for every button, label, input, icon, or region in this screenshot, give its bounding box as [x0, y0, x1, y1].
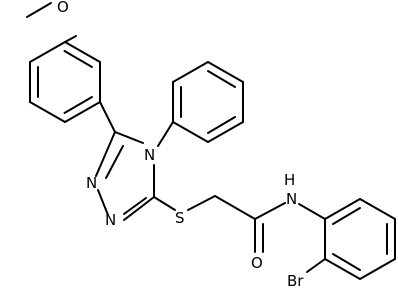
ring-inner-bond	[207, 70, 236, 88]
ring-inner-bond	[332, 207, 361, 225]
atom-label-methoxy-oxygen: O	[57, 0, 69, 16]
bond-carbonyl-nitrogen	[254, 202, 286, 220]
bond-oxygen-ring	[64, 35, 77, 43]
ring-bond	[172, 121, 209, 143]
ring-bond	[324, 198, 361, 220]
ring-bond	[64, 101, 101, 123]
bond-ring-bromine	[306, 258, 326, 273]
ring-inner-bond	[207, 116, 236, 134]
atom-label-amide-nitrogen: N	[286, 190, 297, 208]
ring-bond	[172, 61, 209, 83]
ring-bond	[29, 41, 66, 63]
phenyl-ring	[172, 61, 244, 143]
ring-bond	[359, 198, 396, 220]
ring-bond	[95, 131, 116, 177]
bond-n-phenyl	[157, 121, 174, 147]
bond-methyl-oxygen	[26, 2, 52, 18]
bond-methylene-carbonyl	[214, 195, 256, 220]
ring-inner-bond	[63, 96, 93, 114]
ring-bond	[207, 61, 244, 83]
ring-double-bond	[123, 197, 147, 215]
ring-bond	[97, 189, 109, 216]
ring-bond	[123, 196, 155, 221]
ring-double-bond	[105, 145, 124, 179]
ring-bond	[29, 101, 66, 123]
atom-label-triazole-n2: N	[105, 211, 116, 229]
atom-label-triazole-n1: N	[86, 174, 97, 192]
ring-bond	[324, 258, 361, 280]
triazole-ring	[95, 131, 155, 221]
methoxyphenyl-ring	[29, 41, 101, 123]
bond-triazole-sulfur	[153, 196, 176, 211]
ring-inner-bond	[63, 50, 93, 68]
ring-bond	[359, 258, 396, 280]
atom-label-sulfur: S	[175, 209, 185, 227]
ring-inner-bond	[332, 253, 361, 271]
atom-label-triazole-n4: N	[144, 146, 155, 164]
atom-label-amide-hydrogen: H	[284, 171, 295, 189]
bromophenyl-ring	[324, 198, 396, 280]
bond-aryl-triazole	[99, 101, 116, 133]
atom-label-carbonyl-oxygen: O	[251, 254, 263, 272]
bond-nitrogen-aryl	[298, 203, 326, 220]
bond-sulfur-methylene	[187, 195, 216, 211]
ring-bond	[114, 131, 144, 144]
ring-bond	[207, 121, 244, 143]
ring-bond	[64, 41, 101, 63]
atom-label-bromine: Br	[287, 272, 304, 290]
